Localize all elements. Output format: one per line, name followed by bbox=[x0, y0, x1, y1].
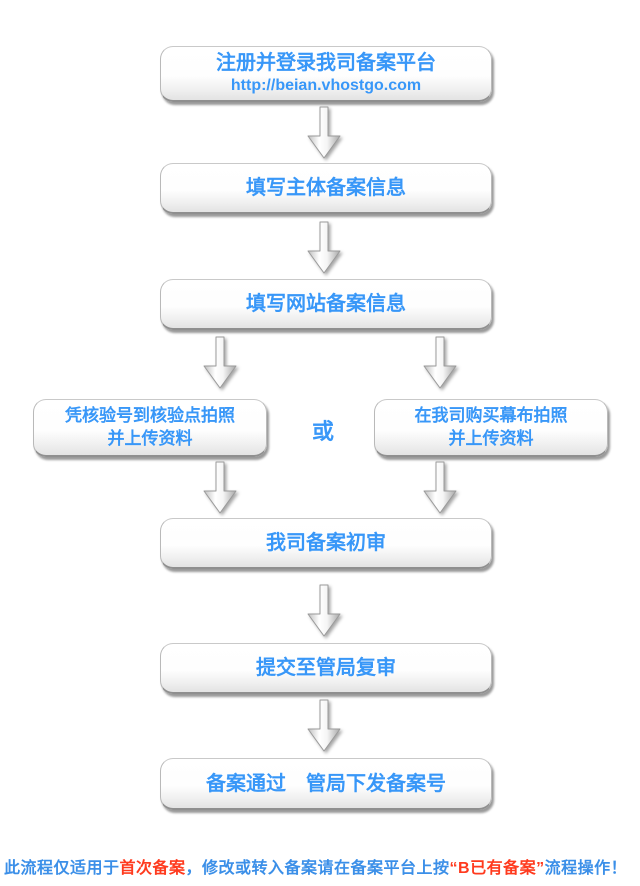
flow-step-bureau-review: 提交至管局复审 bbox=[160, 643, 492, 694]
flow-step-initial-review: 我司备案初审 bbox=[160, 518, 492, 569]
down-arrow-icon bbox=[307, 699, 341, 752]
flow-step-subject-info-label: 填写主体备案信息 bbox=[246, 177, 406, 199]
flow-step-subject-info: 填写主体备案信息 bbox=[160, 163, 492, 214]
flow-step-purchase-backdrop: 在我司购买幕布拍照 并上传资料 bbox=[374, 399, 608, 457]
footer-segment: 流程操作！ bbox=[544, 860, 628, 877]
flow-step-website-info: 填写网站备案信息 bbox=[160, 279, 492, 330]
flow-step-register: 注册并登录我司备案平台 http://beian.vhostgo.com bbox=[160, 46, 492, 102]
flow-step-onsite-photo-line2: 并上传资料 bbox=[107, 428, 193, 448]
down-arrow-icon bbox=[203, 461, 237, 514]
flow-step-register-title: 注册并登录我司备案平台 bbox=[216, 52, 436, 75]
down-arrow-icon bbox=[423, 336, 457, 389]
footer-note: 此流程仅适用于首次备案，修改或转入备案请在备案平台上按“B已有备案”流程操作！ bbox=[4, 854, 638, 878]
down-arrow-icon bbox=[307, 106, 341, 159]
flow-step-purchase-backdrop-line2: 并上传资料 bbox=[448, 428, 534, 448]
or-label: 或 bbox=[311, 419, 334, 444]
down-arrow-icon bbox=[203, 336, 237, 389]
flow-step-purchase-backdrop-line1: 在我司购买幕布拍照 bbox=[414, 406, 568, 426]
down-arrow-icon bbox=[307, 584, 341, 637]
flow-step-onsite-photo-line1: 凭核验号到核验点拍照 bbox=[65, 406, 235, 426]
flow-step-website-info-label: 填写网站备案信息 bbox=[246, 293, 406, 315]
flow-step-register-url: http://beian.vhostgo.com bbox=[230, 77, 422, 95]
down-arrow-icon bbox=[423, 461, 457, 514]
footer-segment-existing-filing: “B已有备案” bbox=[449, 860, 545, 877]
flow-step-bureau-review-label: 提交至管局复审 bbox=[256, 657, 396, 679]
flow-step-approved-label: 备案通过 管局下发备案号 bbox=[206, 772, 446, 795]
down-arrow-icon bbox=[307, 221, 341, 274]
flow-step-initial-review-label: 我司备案初审 bbox=[266, 532, 386, 554]
flow-step-onsite-photo: 凭核验号到核验点拍照 并上传资料 bbox=[33, 399, 267, 457]
footer-segment: 此流程仅适用于 bbox=[4, 860, 120, 877]
footer-segment-first-filing: 首次备案 bbox=[119, 860, 186, 877]
flow-step-approved: 备案通过 管局下发备案号 bbox=[160, 758, 492, 810]
footer-segment: ，修改或转入备案请在备案平台上按 bbox=[185, 860, 450, 877]
